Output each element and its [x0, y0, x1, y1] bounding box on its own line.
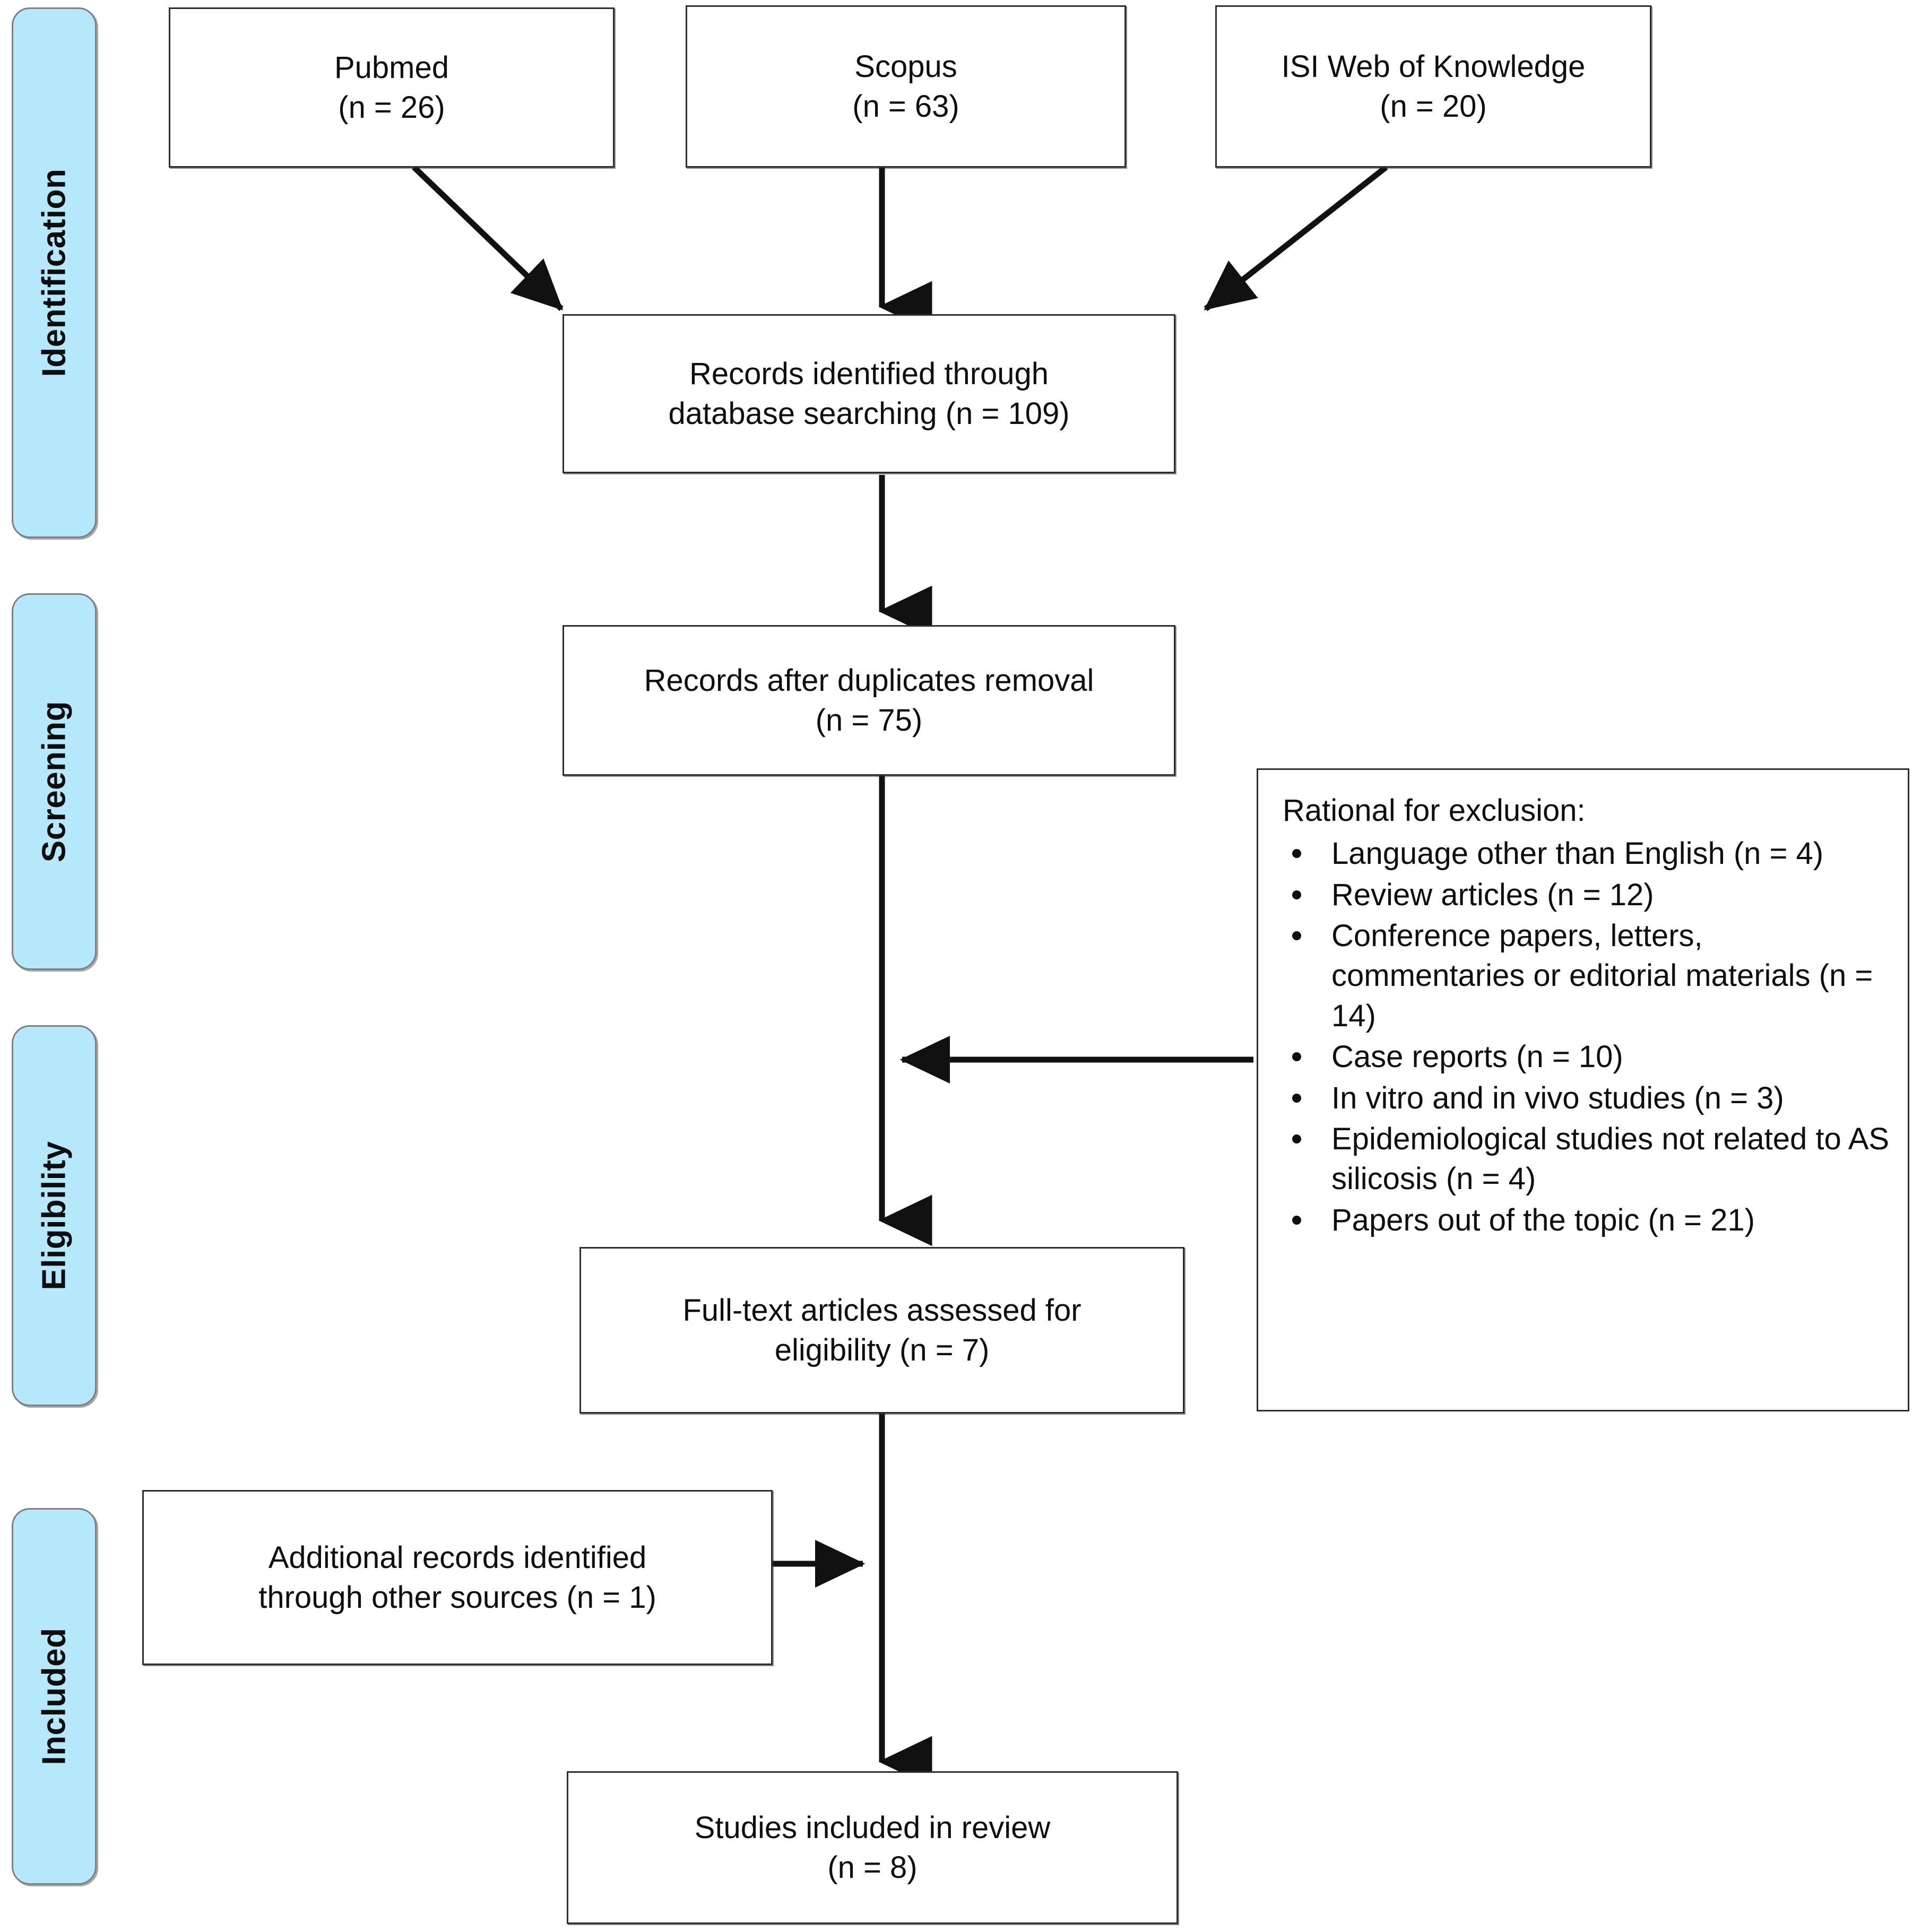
exclusion-panel-title: Rational for exclusion:	[1283, 793, 1586, 828]
phase-bar-included: Included	[12, 1508, 97, 1885]
flow-box-records-after-duplicates: Records after duplicates removal (n = 75…	[563, 625, 1175, 776]
source-box-pubmed-text: Pubmed (n = 26)	[319, 48, 464, 128]
fulltext-assessed-text: Full-text articles assessed for eligibil…	[668, 1290, 1096, 1371]
fulltext-assessed-line1: Full-text articles assessed for	[682, 1293, 1081, 1328]
exclusion-reason-text: Language other than English (n = 4)	[1331, 836, 1824, 871]
phase-label-eligibility: Eligibility	[36, 1141, 73, 1290]
bullet-icon	[1292, 849, 1301, 859]
source-pubmed-name: Pubmed	[334, 50, 449, 85]
phase-label-included: Included	[36, 1627, 73, 1765]
bullet-icon	[1292, 1134, 1301, 1143]
studies-included-line1: Studies included in review	[694, 1810, 1051, 1845]
studies-included-line2: (n = 8)	[827, 1850, 918, 1885]
records-identified-line1: Records identified through	[689, 356, 1049, 391]
bullet-icon	[1292, 1215, 1301, 1225]
bullet-icon	[1292, 890, 1301, 899]
exclusion-reason-text: In vitro and in vivo studies (n = 3)	[1331, 1080, 1784, 1115]
phase-label-screening: Screening	[36, 700, 73, 863]
exclusion-reason-text: Epidemiological studies not related to A…	[1331, 1121, 1890, 1197]
exclusion-reason-item: Case reports (n = 10)	[1283, 1037, 1892, 1077]
source-isi-name: ISI Web of Knowledge	[1281, 49, 1586, 84]
bullet-icon	[1292, 931, 1301, 941]
edge-isi-to-identified	[1204, 164, 1388, 311]
source-isi-count: (n = 20)	[1380, 89, 1487, 124]
records-identified-line2: database searching (n = 109)	[668, 396, 1070, 431]
source-box-scopus: Scopus (n = 63)	[686, 5, 1126, 168]
exclusion-reason-item: Language other than English (n = 4)	[1283, 834, 1892, 873]
phase-bar-identification: Identification	[12, 7, 97, 538]
flow-box-fulltext-assessed: Full-text articles assessed for eligibil…	[579, 1247, 1184, 1414]
exclusion-reason-item: In vitro and in vivo studies (n = 3)	[1283, 1078, 1892, 1118]
flow-box-records-identified: Records identified through database sear…	[563, 314, 1175, 473]
source-box-scopus-text: Scopus (n = 63)	[837, 47, 974, 127]
exclusion-reason-item: Papers out of the topic (n = 21)	[1283, 1200, 1892, 1240]
phase-label-identification: Identification	[36, 168, 73, 377]
exclusion-reason-text: Conference papers, letters, commentaries…	[1331, 919, 1873, 1033]
source-pubmed-count: (n = 26)	[338, 90, 445, 125]
source-scopus-count: (n = 63)	[852, 89, 959, 124]
exclusion-rationale-panel: Rational for exclusion: Language other t…	[1257, 768, 1909, 1411]
studies-included-text: Studies included in review (n = 8)	[680, 1808, 1066, 1888]
exclusion-reason-list: Language other than English (n = 4) Revi…	[1283, 834, 1892, 1240]
records-after-duplicates-text: Records after duplicates removal (n = 75…	[629, 661, 1109, 741]
exclusion-reason-text: Case reports (n = 10)	[1331, 1039, 1623, 1075]
source-box-isi-text: ISI Web of Knowledge (n = 20)	[1267, 47, 1600, 127]
phase-bar-eligibility: Eligibility	[12, 1025, 97, 1406]
additional-records-text: Additional records identified through ot…	[244, 1538, 671, 1618]
bullet-icon	[1292, 1052, 1301, 1062]
source-scopus-name: Scopus	[854, 49, 957, 84]
flow-box-studies-included: Studies included in review (n = 8)	[567, 1771, 1178, 1924]
exclusion-reason-item: Conference papers, letters, commentaries…	[1283, 916, 1892, 1036]
exclusion-reason-text: Review articles (n = 12)	[1331, 877, 1654, 912]
phase-bar-screening: Screening	[12, 593, 97, 970]
fulltext-assessed-line2: eligibility (n = 7)	[774, 1333, 990, 1367]
exclusion-reason-item: Epidemiological studies not related to A…	[1283, 1119, 1892, 1199]
records-identified-text: Records identified through database sear…	[653, 354, 1084, 434]
source-box-pubmed: Pubmed (n = 26)	[169, 7, 615, 168]
additional-records-line1: Additional records identified	[268, 1540, 647, 1575]
records-after-duplicates-line1: Records after duplicates removal	[644, 663, 1094, 698]
exclusion-reason-item: Review articles (n = 12)	[1283, 875, 1892, 915]
bullet-icon	[1292, 1093, 1301, 1103]
exclusion-reason-text: Papers out of the topic (n = 21)	[1331, 1202, 1755, 1237]
records-after-duplicates-line2: (n = 75)	[815, 703, 923, 738]
flow-box-additional-records: Additional records identified through ot…	[142, 1490, 773, 1665]
source-box-isi-web-of-knowledge: ISI Web of Knowledge (n = 20)	[1215, 5, 1651, 168]
additional-records-line2: through other sources (n = 1)	[258, 1580, 656, 1615]
edge-pubmed-to-identified	[412, 165, 564, 311]
